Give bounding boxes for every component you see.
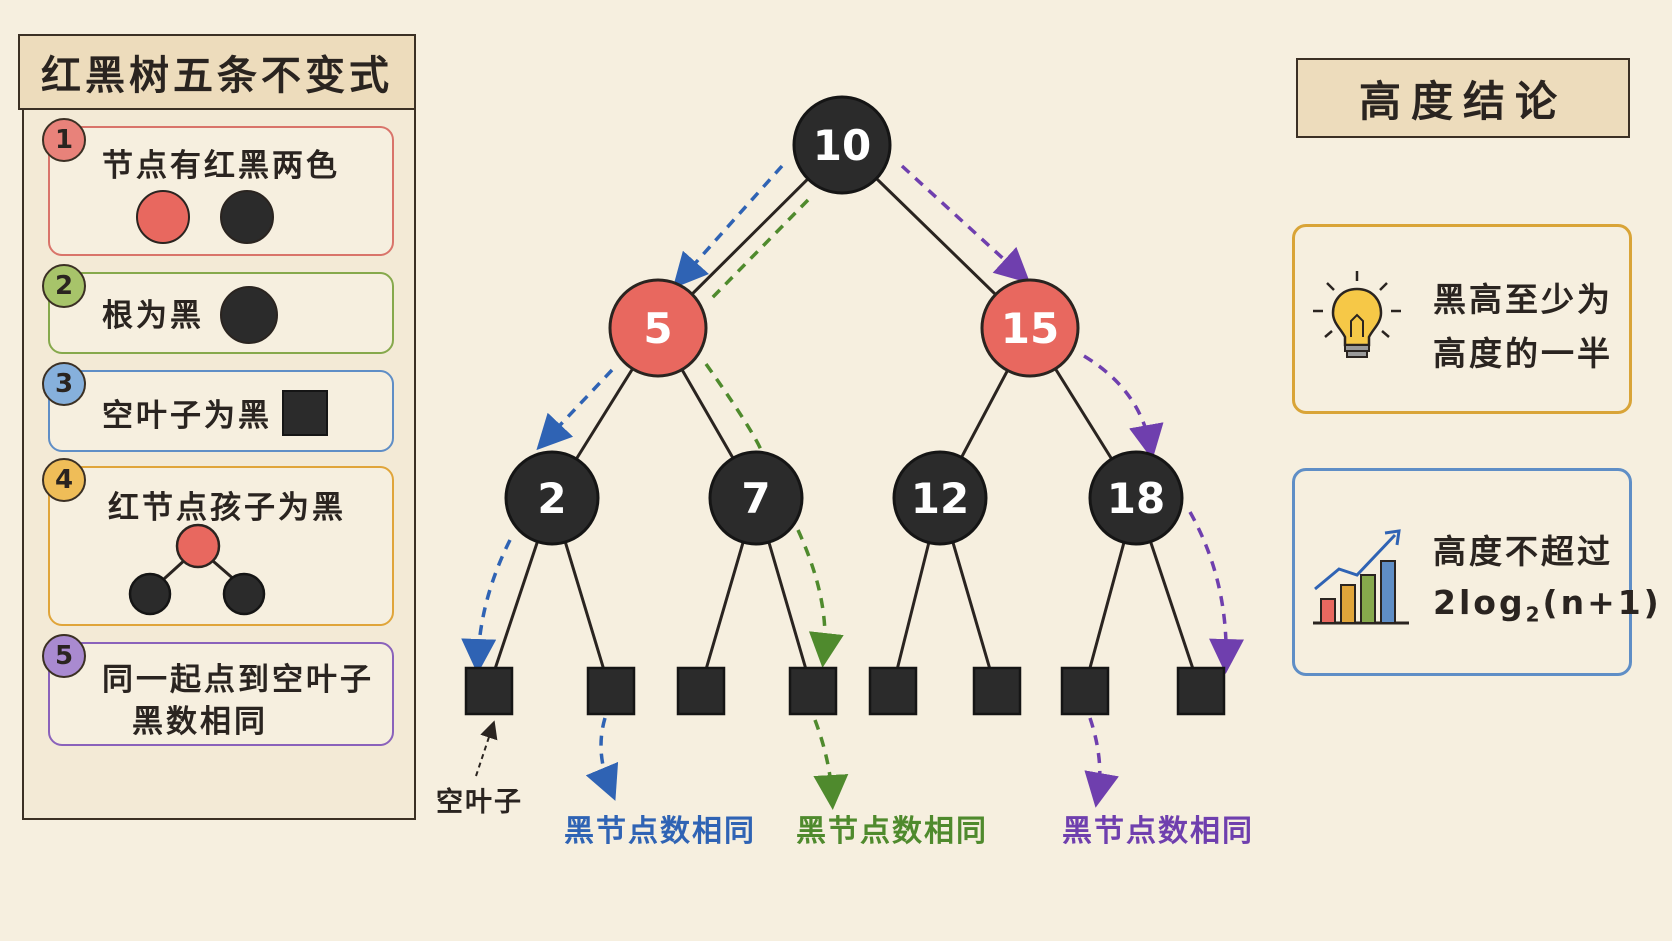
black-node-swatch bbox=[220, 190, 274, 244]
black-height-line2: 高度的一半 bbox=[1433, 334, 1613, 373]
null-leaf bbox=[868, 666, 918, 716]
rule-text-1: 节点有红黑两色 bbox=[102, 148, 340, 184]
red-node-swatch bbox=[136, 190, 190, 244]
rule-card-1: 1 节点有红黑两色 bbox=[42, 118, 394, 256]
rule-card-3: 3 空叶子为黑 bbox=[42, 362, 394, 452]
null-leaf bbox=[788, 666, 838, 716]
svg-text:2: 2 bbox=[537, 474, 566, 523]
rule-number-5: 5 bbox=[42, 634, 86, 678]
rule-number-1: 1 bbox=[42, 118, 86, 162]
null-leaf-pointer-arrow bbox=[475, 720, 498, 777]
rule-number-4: 4 bbox=[42, 458, 86, 502]
null-leaf bbox=[1060, 666, 1110, 716]
null-leaf bbox=[464, 666, 514, 716]
blue-path-arrows bbox=[461, 164, 784, 801]
rule-text-5-line1: 同一起点到空叶子 bbox=[102, 662, 374, 698]
null-leaves bbox=[464, 666, 1226, 716]
formula-log: 2log bbox=[1433, 583, 1526, 622]
black-root-swatch bbox=[220, 286, 278, 344]
black-height-line1: 黑高至少为 bbox=[1433, 280, 1613, 319]
height-conclusion-title: 高度结论 bbox=[1296, 58, 1630, 138]
tree-node-5: 5 bbox=[608, 278, 708, 378]
rule-text-3: 空叶子为黑 bbox=[102, 398, 272, 434]
tree-node-7: 7 bbox=[708, 450, 804, 546]
rule-card-2: 2 根为黑 bbox=[42, 264, 394, 354]
path-note-purple: 黑节点数相同 bbox=[1062, 814, 1254, 849]
red-parent-black-children-diagram bbox=[128, 523, 266, 616]
tree-node-2: 2 bbox=[504, 450, 600, 546]
svg-text:10: 10 bbox=[813, 121, 871, 170]
black-height-card: 黑高至少为 高度的一半 bbox=[1292, 224, 1632, 414]
rule-text-5-line2: 黑数相同 bbox=[132, 704, 268, 740]
svg-text:7: 7 bbox=[741, 474, 770, 523]
null-leaf bbox=[586, 666, 636, 716]
height-bound-line1: 高度不超过 bbox=[1433, 532, 1613, 571]
rule-card-4: 4 红节点孩子为黑 bbox=[42, 458, 394, 626]
tree-node-10: 10 bbox=[792, 95, 892, 195]
tree-node-15: 15 bbox=[980, 278, 1080, 378]
svg-text:5: 5 bbox=[643, 304, 672, 353]
rule-number-2: 2 bbox=[42, 264, 86, 308]
null-leaf bbox=[972, 666, 1022, 716]
svg-text:15: 15 bbox=[1001, 304, 1059, 353]
svg-text:12: 12 bbox=[911, 474, 969, 523]
height-bound-card: 高度不超过 2log2(n+1) bbox=[1292, 468, 1659, 676]
null-leaf bbox=[676, 666, 726, 716]
rule-number-3: 3 bbox=[42, 362, 86, 406]
null-leaf-swatch bbox=[282, 390, 328, 436]
tree-node-12: 12 bbox=[892, 450, 988, 546]
rule-text-4: 红节点孩子为黑 bbox=[108, 490, 346, 526]
height-bound-formula: 2log2(n+1) bbox=[1433, 583, 1662, 627]
invariants-title: 红黑树五条不变式 bbox=[18, 34, 416, 110]
null-leaf bbox=[1176, 666, 1226, 716]
bar-chart-icon bbox=[1313, 529, 1409, 625]
path-note-green: 黑节点数相同 bbox=[796, 814, 988, 849]
rule-card-5: 5 同一起点到空叶子 黑数相同 bbox=[42, 634, 394, 746]
svg-text:18: 18 bbox=[1107, 474, 1165, 523]
path-note-blue: 黑节点数相同 bbox=[564, 814, 756, 849]
formula-argument: (n+1) bbox=[1542, 583, 1662, 622]
purple-path-arrows bbox=[900, 164, 1245, 808]
green-path-arrows bbox=[704, 198, 849, 810]
tree-node-18: 18 bbox=[1088, 450, 1184, 546]
tree-edges bbox=[486, 143, 1202, 691]
rule-text-2: 根为黑 bbox=[102, 298, 204, 334]
null-leaf-label: 空叶子 bbox=[436, 787, 523, 818]
lightbulb-icon bbox=[1313, 271, 1401, 358]
formula-log-base: 2 bbox=[1525, 602, 1543, 627]
